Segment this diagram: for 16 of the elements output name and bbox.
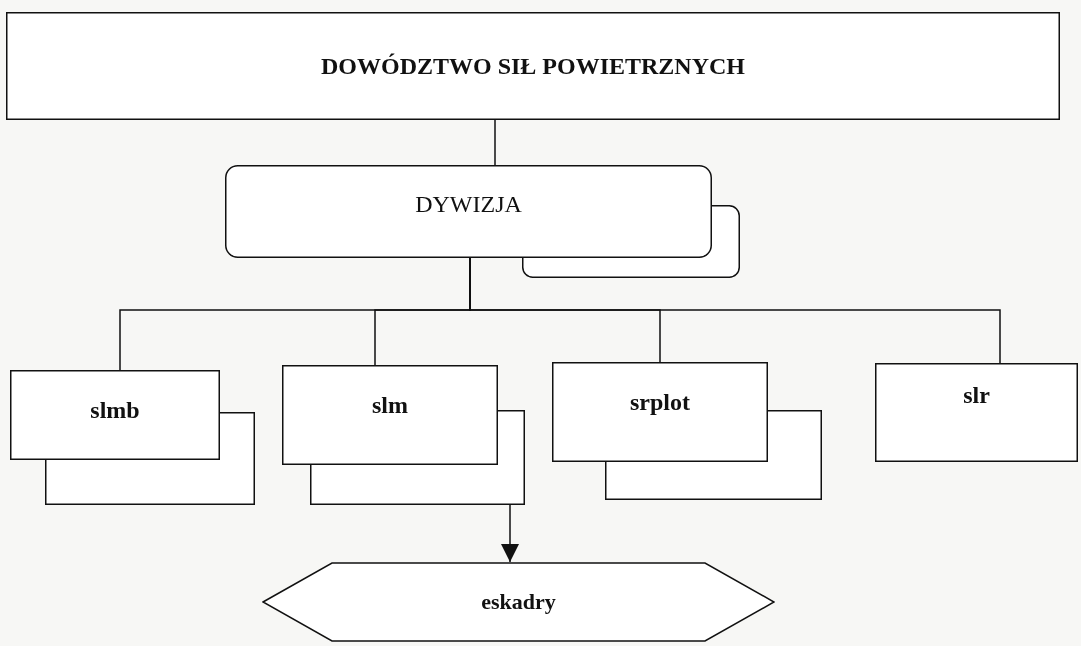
unit-label: eskadry: [481, 589, 556, 615]
stacked-unit-box: [282, 365, 525, 505]
unit-box: [6, 12, 1060, 120]
unit-label: slr: [963, 381, 990, 408]
unit-label: DOWÓDZTWO SIŁ POWIETRZNYCH: [320, 52, 746, 80]
unit-label: srplot: [630, 388, 690, 416]
stacked-unit-box: [225, 165, 740, 278]
unit-box: [875, 363, 1078, 462]
hexagon-node: [262, 562, 775, 642]
stacked-unit-box: [552, 362, 822, 500]
unit-label: slmb: [90, 396, 140, 424]
unit-label: slm: [372, 391, 408, 419]
arrow: [501, 504, 519, 563]
stacked-unit-box: [10, 370, 255, 505]
connector-line: [494, 119, 496, 166]
unit-label: DYWIZJA: [415, 190, 522, 217]
